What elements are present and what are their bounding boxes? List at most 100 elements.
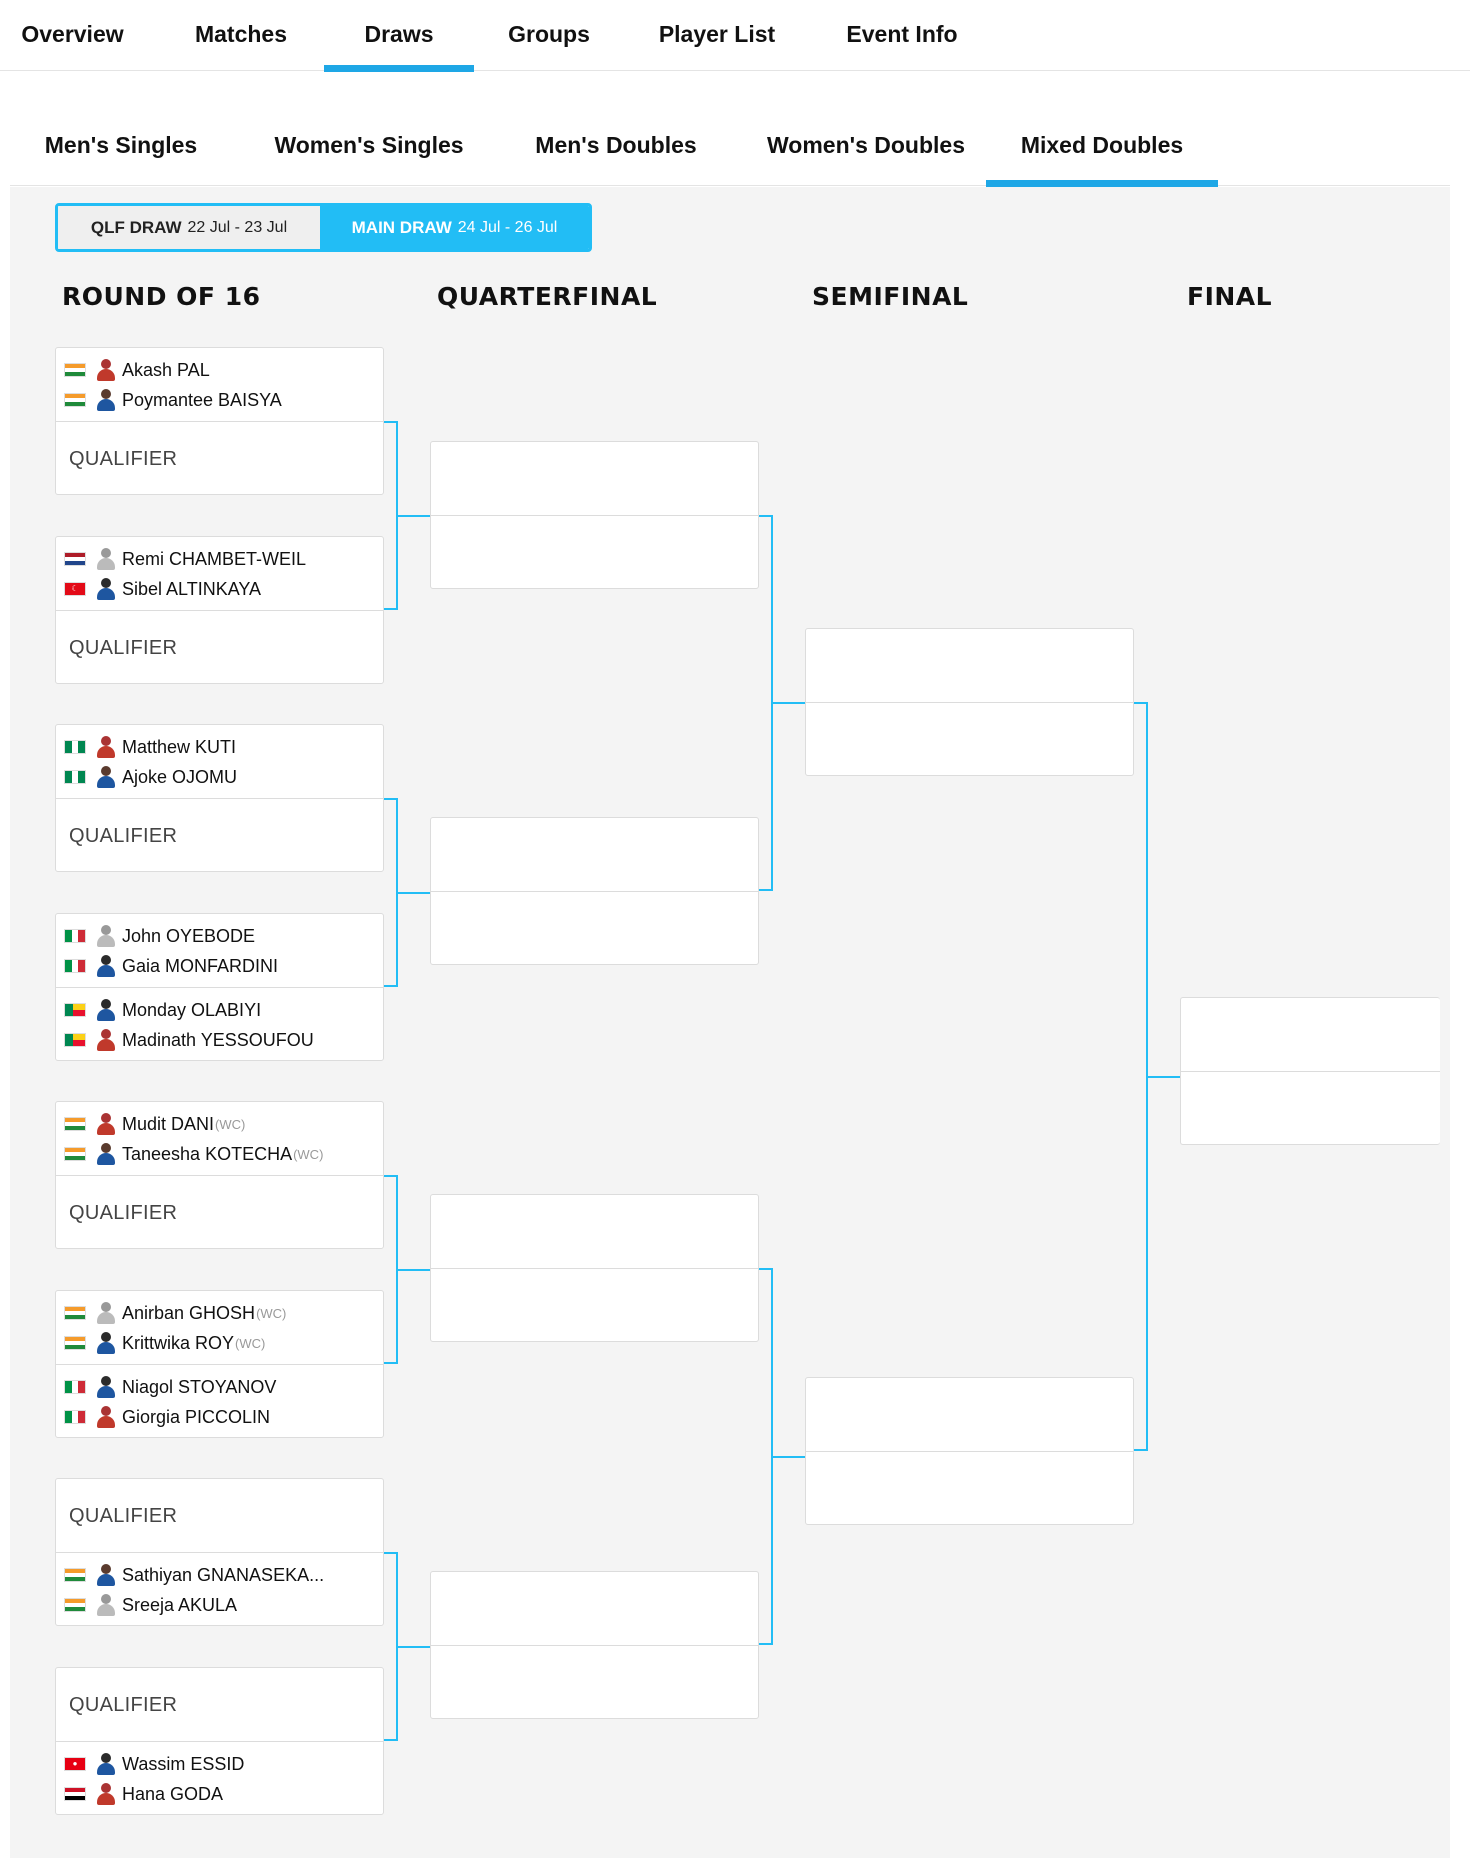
bracket-connector (1134, 702, 1148, 1451)
bracket-connector (384, 1552, 398, 1741)
player-row[interactable]: Monday OLABIYI (64, 997, 261, 1023)
player-row[interactable]: Akash PAL (64, 357, 210, 383)
quarterfinal-match[interactable] (430, 1571, 759, 1719)
player-avatar-icon (96, 925, 116, 947)
player-avatar-icon (96, 1783, 116, 1805)
tab-event-info[interactable]: Event Info (820, 0, 984, 71)
wildcard-badge: (WC) (235, 1335, 266, 1351)
match-slot-top[interactable]: Remi CHAMBET-WEIL ☾Sibel ALTINKAYA (56, 537, 383, 611)
player-row[interactable]: Madinath YESSOUFOU (64, 1027, 314, 1053)
tab-draws[interactable]: Draws (324, 0, 474, 72)
tab-groups[interactable]: Groups (476, 0, 622, 71)
qualifier-label: QUALIFIER (69, 448, 178, 470)
player-row[interactable]: Hana GODA (64, 1781, 223, 1807)
player-name: Krittwika ROY (122, 1332, 235, 1353)
player-row[interactable]: Sreeja AKULA (64, 1592, 237, 1618)
wildcard-badge: (WC) (293, 1146, 324, 1162)
match-slot-bottom[interactable]: Monday OLABIYI Madinath YESSOUFOU (56, 988, 383, 1062)
player-row[interactable]: Giorgia PICCOLIN (64, 1404, 270, 1430)
main-draw-button[interactable]: MAIN DRAW 24 Jul - 26 Jul (320, 206, 589, 249)
player-row[interactable]: ●Wassim ESSID (64, 1751, 244, 1777)
bracket-connector (384, 1175, 398, 1364)
tab-player-list[interactable]: Player List (632, 0, 802, 71)
player-row[interactable]: Niagol STOYANOV (64, 1374, 276, 1400)
player-row[interactable]: John OYEBODE (64, 923, 255, 949)
match-divider (806, 1451, 1133, 1452)
draw-toggle: QLF DRAW 22 Jul - 23 Jul MAIN DRAW 24 Ju… (55, 203, 592, 252)
tab-matches[interactable]: Matches (160, 0, 322, 71)
player-row[interactable]: ☾Sibel ALTINKAYA (64, 576, 261, 602)
player-row[interactable]: Sathiyan GNANASEKA... (64, 1562, 324, 1588)
r16-match: Remi CHAMBET-WEIL ☾Sibel ALTINKAYA QUALIFI… (55, 536, 384, 684)
match-slot-bottom[interactable]: ●Wassim ESSID Hana GODA (56, 1742, 383, 1816)
player-row[interactable]: Anirban GHOSH(WC) (64, 1300, 286, 1326)
active-tab-indicator (986, 180, 1218, 187)
player-avatar-icon (96, 955, 116, 977)
match-slot-bottom[interactable]: QUALIFIER (56, 422, 383, 496)
player-name: Anirban GHOSH (122, 1302, 256, 1323)
match-slot-bottom[interactable]: QUALIFIER (56, 611, 383, 685)
player-row[interactable]: Remi CHAMBET-WEIL (64, 546, 306, 572)
quarterfinal-match[interactable] (430, 1194, 759, 1342)
match-slot-top[interactable]: John OYEBODE Gaia MONFARDINI (56, 914, 383, 988)
player-avatar-icon (96, 1143, 116, 1165)
match-slot-top[interactable]: QUALIFIER (56, 1479, 383, 1553)
player-name: Poymantee BAISYA (122, 389, 282, 410)
qlf-draw-button[interactable]: QLF DRAW 22 Jul - 23 Jul (58, 206, 320, 249)
round-title-r16: ROUND OF 16 (62, 282, 261, 311)
semifinal-match[interactable] (805, 628, 1134, 776)
match-slot-bottom[interactable]: Niagol STOYANOV Giorgia PICCOLIN (56, 1365, 383, 1439)
match-slot-top[interactable]: Mudit DANI(WC) Taneesha KOTECHA(WC) (56, 1102, 383, 1176)
quarterfinal-match[interactable] (430, 817, 759, 965)
tab-label: Women's Doubles (766, 132, 965, 158)
match-slot-bottom[interactable]: QUALIFIER (56, 1176, 383, 1250)
wildcard-badge: (WC) (256, 1305, 287, 1321)
match-slot-top[interactable]: Matthew KUTI Ajoke OJOMU (56, 725, 383, 799)
flag-icon (64, 363, 86, 377)
qlf-draw-label: QLF DRAW (90, 217, 182, 237)
r16-match: QUALIFIER ●Wassim ESSID Hana GODA (55, 1667, 384, 1815)
bracket-connector (759, 1268, 773, 1645)
player-row[interactable]: Poymantee BAISYA (64, 387, 282, 413)
player-name: Hana GODA (122, 1783, 224, 1804)
player-avatar-icon (96, 1332, 116, 1354)
player-name: Sibel ALTINKAYA (122, 578, 262, 599)
tab-womens-singles[interactable]: Women's Singles (248, 110, 490, 186)
player-avatar-icon (96, 1753, 116, 1775)
match-slot-top[interactable]: Anirban GHOSH(WC)Krittwika ROY(WC) (56, 1291, 383, 1365)
tab-label: Event Info (846, 21, 958, 47)
tab-mens-doubles[interactable]: Men's Doubles (510, 110, 722, 186)
match-slot-bottom[interactable]: Sathiyan GNANASEKA... Sreeja AKULA (56, 1553, 383, 1627)
match-slot-top[interactable]: Akash PAL Poymantee BAISYA (56, 348, 383, 422)
r16-match: John OYEBODE Gaia MONFARDINI Monday OLABIY… (55, 913, 384, 1061)
player-row[interactable]: Mudit DANI(WC) (64, 1111, 245, 1137)
top-navigation: Overview Matches Draws Groups Player Lis… (0, 0, 1470, 72)
tab-mens-singles[interactable]: Men's Singles (10, 110, 232, 186)
final-match[interactable] (1180, 997, 1440, 1145)
bracket-connector (759, 515, 773, 891)
player-avatar-icon (96, 999, 116, 1021)
bracket-connector-line (1148, 1075, 1180, 1078)
player-row[interactable]: Ajoke OJOMU (64, 764, 237, 790)
player-avatar-icon (96, 1113, 116, 1135)
tab-mixed-doubles[interactable]: Mixed Doubles (986, 110, 1218, 187)
player-row[interactable]: Krittwika ROY(WC) (64, 1330, 265, 1356)
qualifier-label: QUALIFIER (69, 1694, 178, 1716)
flag-icon (64, 770, 86, 784)
match-slot-top[interactable]: QUALIFIER (56, 1668, 383, 1742)
player-name: Remi CHAMBET-WEIL (122, 548, 307, 569)
tab-overview[interactable]: Overview (0, 0, 145, 71)
semifinal-match[interactable] (805, 1377, 1134, 1525)
player-row[interactable]: Gaia MONFARDINI (64, 953, 278, 979)
player-name: Sathiyan GNANASEKA... (122, 1564, 325, 1585)
match-divider (806, 702, 1133, 703)
qualifier-label: QUALIFIER (69, 1505, 178, 1527)
tab-womens-doubles[interactable]: Women's Doubles (746, 110, 986, 186)
player-avatar-icon (96, 1406, 116, 1428)
match-slot-bottom[interactable]: QUALIFIER (56, 799, 383, 873)
player-row[interactable]: Matthew KUTI (64, 734, 236, 760)
player-row[interactable]: Taneesha KOTECHA(WC) (64, 1141, 323, 1167)
round-title-quarterfinal: QUARTERFINAL (437, 282, 658, 311)
flag-icon (64, 929, 86, 943)
quarterfinal-match[interactable] (430, 441, 759, 589)
